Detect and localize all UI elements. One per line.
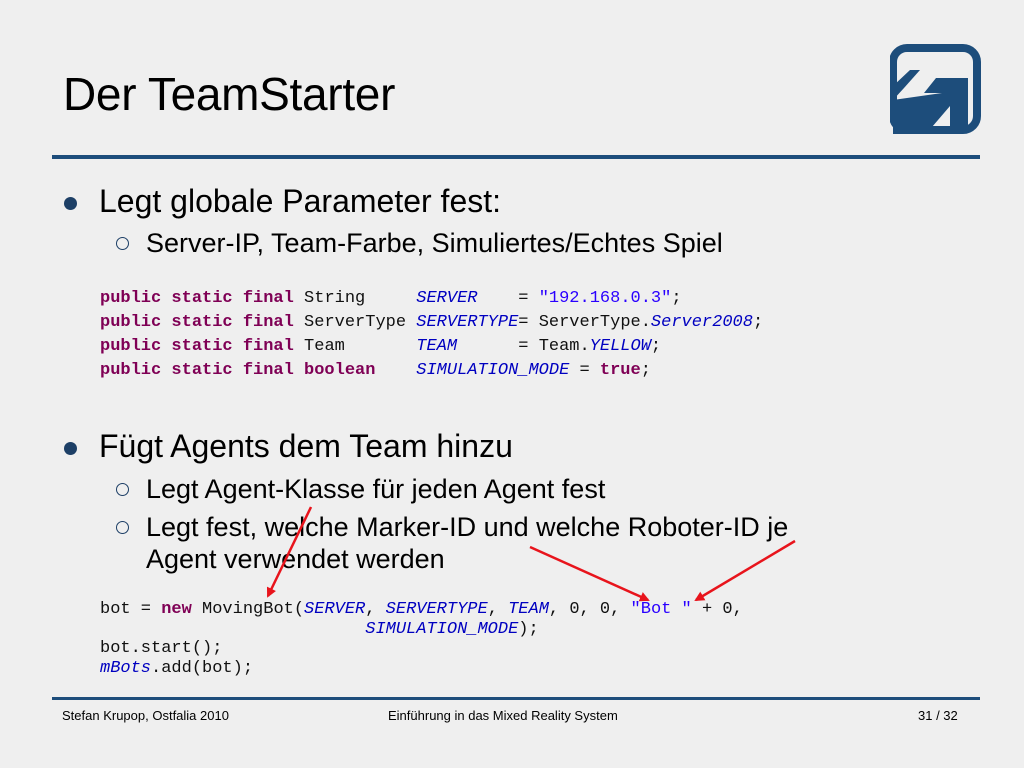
code-token: public static final: [100, 289, 294, 308]
code-token: [100, 620, 365, 639]
code-line: bot = new MovingBot(SERVER, SERVERTYPE , …: [100, 600, 743, 620]
sub-bullet-text: Server-IP, Team-Farbe, Simuliertes/Echte…: [146, 228, 723, 258]
code-token: new: [161, 600, 192, 619]
code-token: .add(bot);: [151, 658, 254, 678]
code-token: MovingBot(: [191, 600, 305, 619]
code-line: public static final String SERVER = "192…: [100, 287, 763, 311]
code-token: = Team.: [457, 337, 590, 356]
code-line: bot.start();: [100, 639, 743, 659]
bullet-ring-icon: [116, 483, 129, 496]
code-token: , 0, 0,: [548, 600, 631, 619]
code-line: SIMULATION_MODE);: [100, 620, 743, 640]
footer-divider: [52, 697, 980, 700]
code-line: public static final ServerType SERVERTYP…: [100, 311, 763, 335]
code-token: SERVERTYPE: [385, 600, 488, 619]
code-token: bot =: [100, 600, 162, 619]
bullet-dot-icon: [64, 196, 77, 210]
code-token: ;: [752, 313, 764, 332]
code-token: Team: [293, 337, 417, 356]
bullet-dot-icon: [64, 441, 77, 455]
bullet-text: Legt globale Parameter fest:: [99, 183, 502, 219]
code-token: ;: [640, 361, 651, 380]
title-divider: [52, 155, 980, 159]
sub-bullet-text: Agent verwendet werden: [146, 544, 445, 574]
sub-bullet-text: Legt Agent-Klasse für jeden Agent fest: [146, 474, 606, 504]
code-token: true: [599, 361, 641, 380]
code-token: TEAM: [416, 337, 458, 356]
code-line: public static final Team TEAM = Team.YEL…: [100, 335, 763, 359]
code-token: =: [477, 289, 539, 308]
arrow-to-robot-id: [694, 539, 796, 602]
code-token: public static final: [100, 337, 294, 356]
bullet-agents: Fügt Agents dem Team hinzu: [64, 427, 513, 465]
code-token: mBots: [100, 658, 152, 678]
code-token: Server2008: [650, 313, 753, 332]
arrow-to-marker-id: [529, 545, 650, 602]
code-token: SERVER: [416, 289, 478, 308]
code-token: ServerType: [293, 313, 417, 332]
sub-bullet-text: Legt fest, welche Marker-ID und welche R…: [146, 512, 789, 542]
code-token: YELLOW: [589, 337, 651, 356]
code-token: SERVERTYPE: [416, 313, 519, 332]
bullet-parameters: Legt globale Parameter fest:: [64, 182, 501, 220]
bullet-ring-icon: [116, 521, 129, 534]
bullet-ring-icon: [116, 237, 129, 250]
code-token: SIMULATION_MODE: [365, 619, 519, 639]
ostfalia-logo-icon: [890, 44, 981, 134]
code-token: bot.start();: [100, 639, 223, 658]
code-token: =: [569, 361, 600, 380]
code-token: + 0,: [691, 600, 743, 619]
code-line: public static final boolean SIMULATION_M…: [100, 359, 763, 383]
code-token: TEAM: [508, 600, 549, 619]
footer-title: Einführung in das Mixed Reality System: [388, 708, 618, 723]
code-token: public static final boolean: [100, 361, 376, 380]
code-block-parameters: public static final String SERVER = "192…: [100, 287, 763, 383]
bullet-text: Fügt Agents dem Team hinzu: [99, 428, 513, 464]
code-block-agents: bot = new MovingBot(SERVER, SERVERTYPE , …: [100, 600, 743, 678]
code-line: mBots.add(bot);: [100, 659, 743, 679]
code-token: ;: [650, 337, 662, 356]
footer-page-number: 31 / 32: [918, 708, 958, 723]
footer-author: Stefan Krupop, Ostfalia 2010: [62, 708, 229, 723]
code-token: String: [293, 289, 417, 308]
code-token: "Bot ": [630, 600, 692, 619]
code-token: SIMULATION_MODE: [416, 361, 570, 380]
code-token: "192.168.0.3": [538, 289, 672, 308]
code-token: ;: [671, 289, 682, 308]
slide-title: Der TeamStarter: [63, 68, 396, 120]
code-token: public static final: [100, 313, 294, 332]
code-token: ,: [365, 600, 386, 619]
code-token: ,: [487, 600, 509, 619]
code-token: );: [518, 619, 539, 639]
code-token: SERVER: [304, 600, 366, 619]
code-token: = ServerType.: [518, 313, 651, 332]
code-token: [375, 361, 416, 380]
